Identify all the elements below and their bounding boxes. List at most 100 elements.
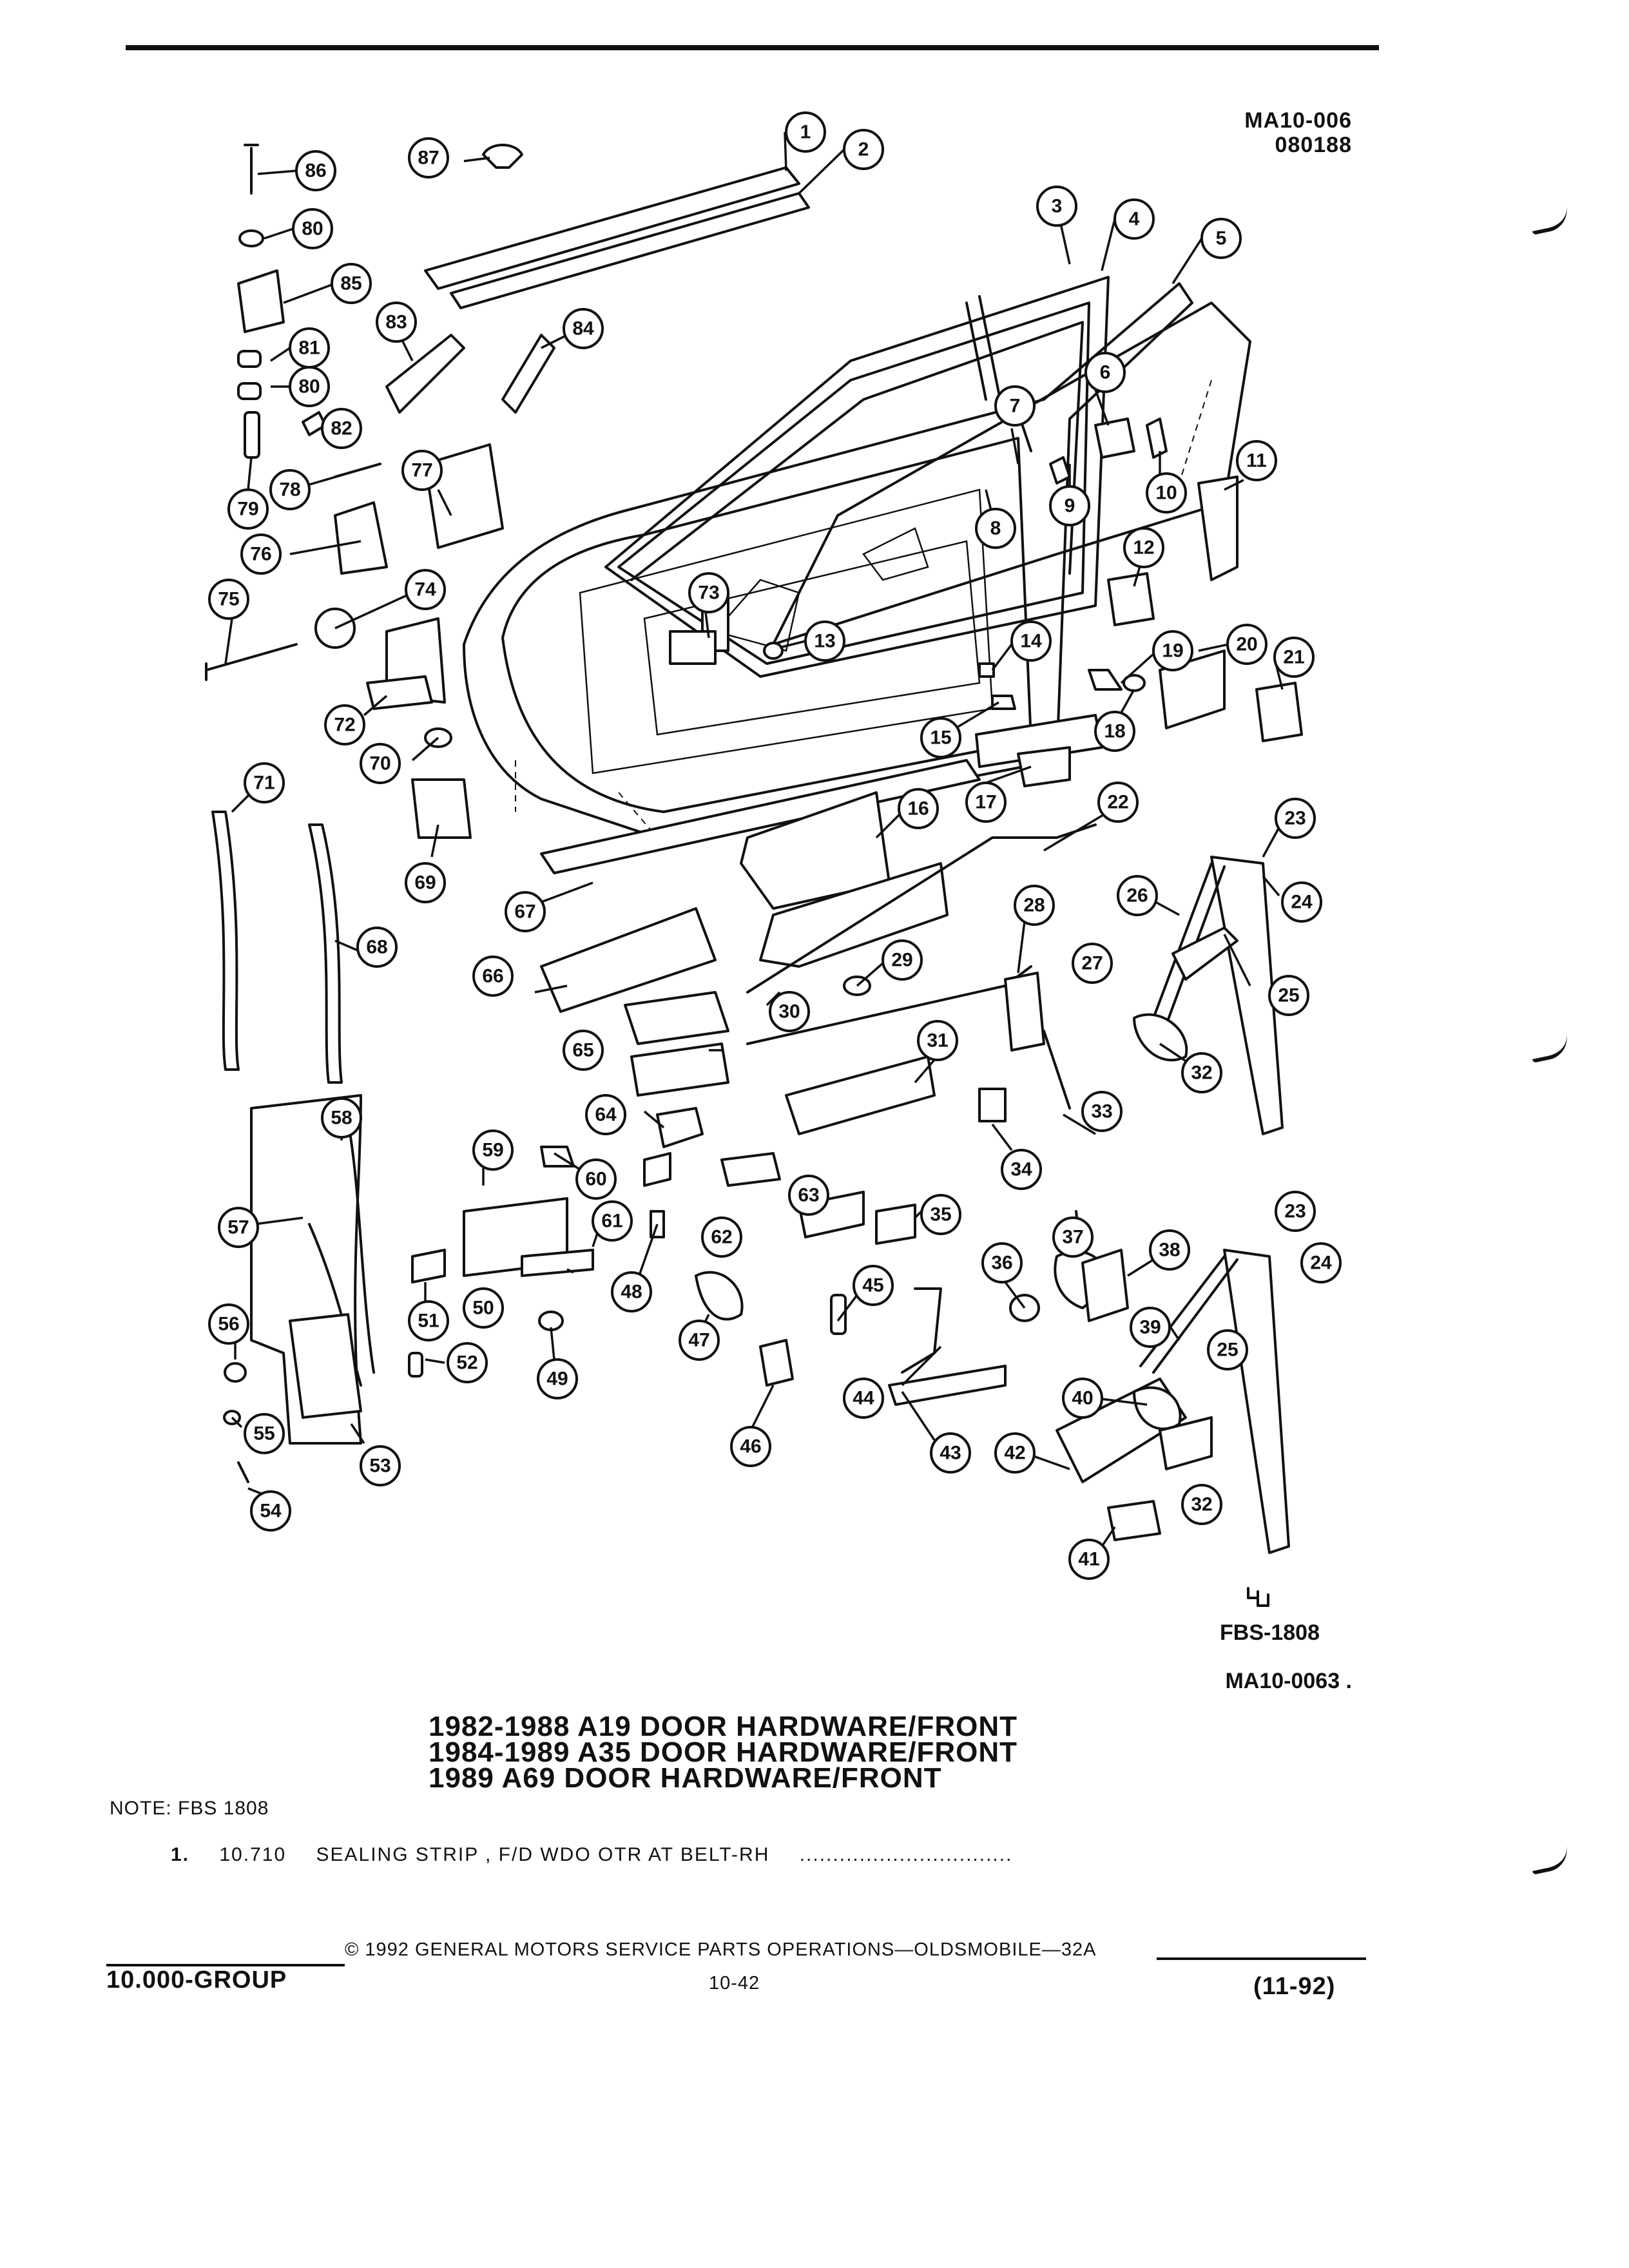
callout-bubbles: 1 2 3 4 5 6 7 8 9 10 11 12 13 14 15 16 1…	[208, 111, 1342, 1580]
svg-text:27: 27	[1081, 953, 1103, 974]
callout-65: 65	[563, 1030, 604, 1071]
svg-text:69: 69	[414, 872, 436, 894]
callout-68: 68	[356, 927, 398, 968]
callout-32: 32	[1181, 1052, 1222, 1093]
callout-75: 75	[208, 579, 249, 620]
callout-60: 60	[575, 1158, 617, 1200]
callout-15: 15	[920, 717, 961, 758]
callout-40: 40	[1062, 1378, 1103, 1419]
diagram-code: MA10-006	[1244, 108, 1352, 133]
callout-41: 41	[1068, 1539, 1110, 1580]
callout-78: 78	[269, 469, 311, 510]
callout-44: 44	[843, 1378, 884, 1419]
svg-text:66: 66	[482, 966, 503, 987]
callout-23: 23	[1275, 798, 1316, 839]
callout-10: 10	[1146, 472, 1187, 514]
svg-text:62: 62	[711, 1227, 732, 1248]
ma-figure-code: MA10-0063 .	[1225, 1669, 1352, 1693]
svg-text:72: 72	[334, 715, 355, 736]
callout-4: 4	[1113, 198, 1155, 240]
svg-text:59: 59	[482, 1140, 503, 1161]
svg-text:61: 61	[601, 1211, 622, 1232]
top-rule	[126, 45, 1379, 50]
svg-text:53: 53	[369, 1456, 390, 1477]
callout-30: 30	[769, 991, 810, 1032]
svg-text:50: 50	[472, 1298, 494, 1319]
callout-48: 48	[611, 1271, 652, 1312]
section-titles: 1982-1988 A19 DOOR HARDWARE/FRONT 1984-1…	[429, 1713, 1018, 1794]
svg-text:82: 82	[331, 418, 352, 439]
callout-12: 12	[1123, 527, 1164, 568]
callout-11: 11	[1236, 440, 1277, 481]
svg-text:37: 37	[1062, 1227, 1083, 1248]
callout-38: 38	[1149, 1229, 1190, 1271]
callout-21: 21	[1273, 637, 1315, 678]
svg-text:56: 56	[218, 1314, 239, 1335]
svg-text:51: 51	[418, 1311, 439, 1332]
svg-text:18: 18	[1104, 721, 1125, 742]
svg-text:40: 40	[1072, 1388, 1093, 1409]
callout-23b: 23	[1275, 1191, 1316, 1232]
svg-text:64: 64	[595, 1104, 617, 1126]
callout-80b: 80	[289, 366, 330, 407]
callout-17: 17	[965, 782, 1007, 823]
callout-46: 46	[730, 1426, 771, 1467]
svg-text:34: 34	[1010, 1159, 1032, 1180]
svg-text:77: 77	[411, 460, 432, 481]
svg-text:32: 32	[1191, 1494, 1212, 1515]
svg-text:11: 11	[1246, 450, 1267, 472]
callout-74: 74	[405, 569, 446, 610]
group-label: 10.000-GROUP	[106, 1966, 287, 1994]
callout-34: 34	[1001, 1149, 1042, 1190]
callout-31: 31	[917, 1020, 958, 1061]
callout-76: 76	[240, 533, 282, 575]
callout-62: 62	[701, 1216, 742, 1258]
callout-53: 53	[360, 1445, 401, 1486]
svg-text:33: 33	[1091, 1101, 1112, 1122]
fbs-figure-code: FBS-1808	[1220, 1620, 1320, 1645]
callout-86: 86	[295, 150, 336, 191]
svg-text:21: 21	[1283, 647, 1304, 668]
svg-text:24: 24	[1310, 1253, 1332, 1274]
callout-36: 36	[981, 1242, 1023, 1283]
callout-26: 26	[1117, 875, 1158, 916]
svg-text:3: 3	[1052, 196, 1063, 217]
title-line-3: 1989 A69 DOOR HARDWARE/FRONT	[429, 1762, 942, 1794]
callout-61: 61	[592, 1200, 633, 1242]
svg-text:42: 42	[1004, 1443, 1025, 1464]
svg-text:68: 68	[366, 937, 387, 958]
callout-83: 83	[376, 302, 417, 343]
svg-text:17: 17	[975, 792, 996, 813]
svg-text:8: 8	[990, 518, 1001, 539]
svg-text:74: 74	[414, 579, 436, 601]
callout-72: 72	[324, 704, 365, 745]
svg-text:25: 25	[1278, 985, 1299, 1006]
svg-text:52: 52	[456, 1352, 477, 1374]
callout-73: 73	[688, 572, 729, 613]
callout-6: 6	[1084, 352, 1126, 393]
svg-text:13: 13	[814, 631, 835, 652]
callout-50: 50	[463, 1287, 504, 1329]
svg-text:32: 32	[1191, 1062, 1212, 1084]
callout-leaders	[224, 131, 1284, 1547]
footer-rule-right	[1157, 1957, 1366, 1960]
callout-80a: 80	[292, 208, 333, 249]
item-code: 10.710	[219, 1844, 287, 1865]
svg-text:28: 28	[1023, 895, 1045, 916]
svg-text:48: 48	[621, 1282, 642, 1303]
title-line-2: 1984-1989 A35 DOOR HARDWARE/FRONT	[429, 1736, 1018, 1768]
callout-16: 16	[898, 788, 939, 829]
svg-text:12: 12	[1133, 537, 1154, 559]
svg-text:49: 49	[546, 1369, 568, 1390]
callout-24: 24	[1281, 881, 1322, 923]
item-number: 1.	[171, 1844, 190, 1865]
svg-text:70: 70	[369, 753, 390, 774]
callout-58: 58	[321, 1097, 362, 1139]
svg-text:39: 39	[1139, 1317, 1161, 1338]
callout-43: 43	[930, 1432, 971, 1474]
svg-text:10: 10	[1155, 483, 1177, 504]
callout-87: 87	[408, 137, 449, 178]
svg-text:23: 23	[1284, 808, 1306, 829]
svg-text:1: 1	[800, 122, 811, 143]
